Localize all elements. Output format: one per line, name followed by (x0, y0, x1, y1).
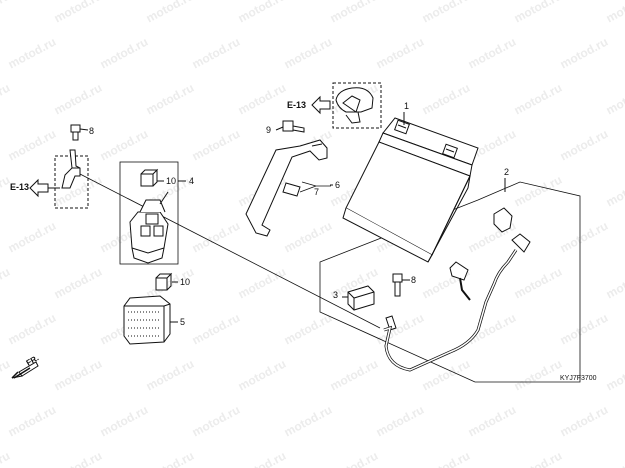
starter-relay (129, 199, 169, 264)
ground-cable-line (79, 173, 381, 329)
callout-1: 1 (404, 101, 410, 111)
ref-label-left: E-13 (10, 182, 30, 192)
ref-label-top: E-13 (287, 100, 307, 110)
fuse-10b (155, 272, 173, 291)
ref-arrow-top (311, 95, 331, 115)
callout-3: 3 (333, 290, 339, 300)
fuse-box-frame (119, 161, 179, 265)
callout-9: 9 (266, 125, 272, 135)
battery-group-frame (319, 181, 581, 383)
callout-10-upper: 10 (166, 176, 177, 186)
battery-cable (383, 207, 531, 372)
relay-holder (123, 295, 171, 345)
fuse-10a (140, 168, 159, 187)
callout-5: 5 (180, 317, 186, 327)
terminal-cap-3 (347, 285, 375, 311)
callout-7: 7 (314, 187, 320, 197)
ground-terminal (61, 149, 81, 189)
callout-8-left: 8 (89, 126, 95, 136)
front-arrow (11, 361, 39, 379)
callout-6: 6 (335, 180, 341, 190)
callout-8-right: 8 (411, 275, 417, 285)
callout-2: 2 (504, 167, 510, 177)
callout-10-lower: 10 (180, 277, 191, 287)
ref-arrow-left (29, 178, 49, 198)
callout-4: 4 (189, 176, 195, 186)
ground-bolt-8 (70, 124, 89, 141)
terminal-cover (332, 82, 382, 129)
battery-bracket (245, 139, 328, 237)
bolt-8-right (392, 273, 403, 297)
bolt-9 (275, 120, 305, 133)
diagram-code: KYJ7F3700 (560, 375, 597, 382)
battery-part (342, 117, 479, 263)
